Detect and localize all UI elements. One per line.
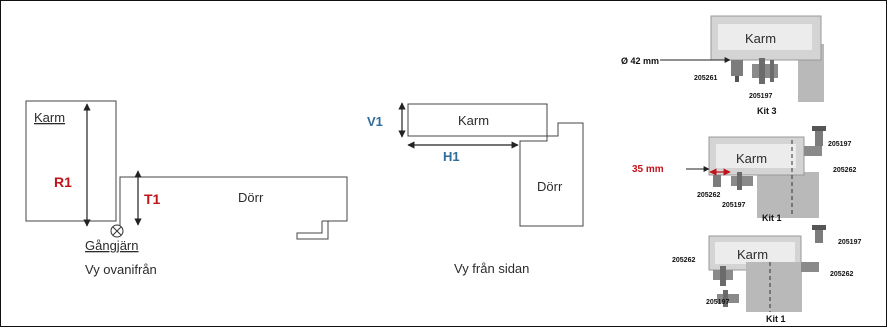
kit-1-bottom-drawing: Karm 205197 205262 205262 205197 Kit 1	[672, 225, 861, 324]
kit1a-part-b: 205262	[833, 167, 856, 174]
kit-3-drawing: Karm Ø 42 mm 205261 205197 Kit 3	[621, 15, 824, 116]
hinge-icon	[110, 224, 124, 238]
kit1a-title: Kit 1	[762, 213, 782, 223]
top-view-caption: Vy ovanifrån	[85, 262, 157, 277]
kit1a-wall-block	[757, 172, 819, 218]
side-view-caption: Vy från sidan	[454, 261, 529, 276]
h1-dimension-label: H1	[443, 149, 460, 164]
t1-dimension-label: T1	[144, 191, 161, 207]
top-view-door-label: Dörr	[238, 190, 264, 205]
v1-dimension-label: V1	[367, 114, 383, 129]
kit3-frame-label: Karm	[745, 31, 776, 46]
side-view-door-label: Dörr	[537, 179, 563, 194]
kit1b-part-c: 205262	[830, 271, 853, 278]
kit1a-part-d: 205197	[722, 202, 745, 209]
door-handle	[296, 221, 329, 240]
kit-1-middle-drawing: Karm 35 mm 205197 205262 205262 205197 K…	[632, 126, 856, 223]
hinge-label: Gångjärn	[85, 238, 138, 253]
kit1a-screw	[815, 130, 823, 146]
side-view-door-outline	[519, 122, 584, 227]
kit1a-measure-label: 35 mm	[632, 164, 664, 175]
top-view-frame-label: Karm	[34, 110, 65, 125]
kit1a-frame-label: Karm	[736, 151, 767, 166]
kit1b-title: Kit 1	[766, 314, 786, 324]
top-view-door-outline	[119, 176, 348, 227]
kit3-title: Kit 3	[757, 106, 777, 116]
kit3-measure-label: Ø 42 mm	[621, 56, 659, 66]
kit3-part-b: 205197	[749, 93, 772, 100]
kit3-bolt	[731, 60, 743, 76]
kit1b-screw	[815, 229, 823, 243]
kit1b-part-a: 205197	[838, 239, 861, 246]
kit1a-part-c: 205262	[697, 192, 720, 199]
kit1b-wall-block	[746, 262, 802, 312]
kit1b-frame-label: Karm	[737, 247, 768, 262]
top-view-frame-rect	[25, 100, 117, 222]
top-view: Karm R1 Dörr T1 Gångjärn Vy ovanifrån	[25, 100, 348, 277]
side-view-frame-rect	[407, 103, 548, 137]
kit1b-part-d: 205197	[706, 299, 729, 306]
kit3-part-a: 205261	[694, 75, 717, 82]
kit1b-part-b: 205262	[672, 257, 695, 264]
kit1a-part-a: 205197	[828, 141, 851, 148]
side-view-frame-label: Karm	[458, 113, 489, 128]
kit3-frame-inner	[718, 24, 812, 50]
side-view: Karm V1 H1 Dörr Vy från sidan	[367, 102, 584, 276]
r1-dimension-label: R1	[54, 174, 72, 190]
